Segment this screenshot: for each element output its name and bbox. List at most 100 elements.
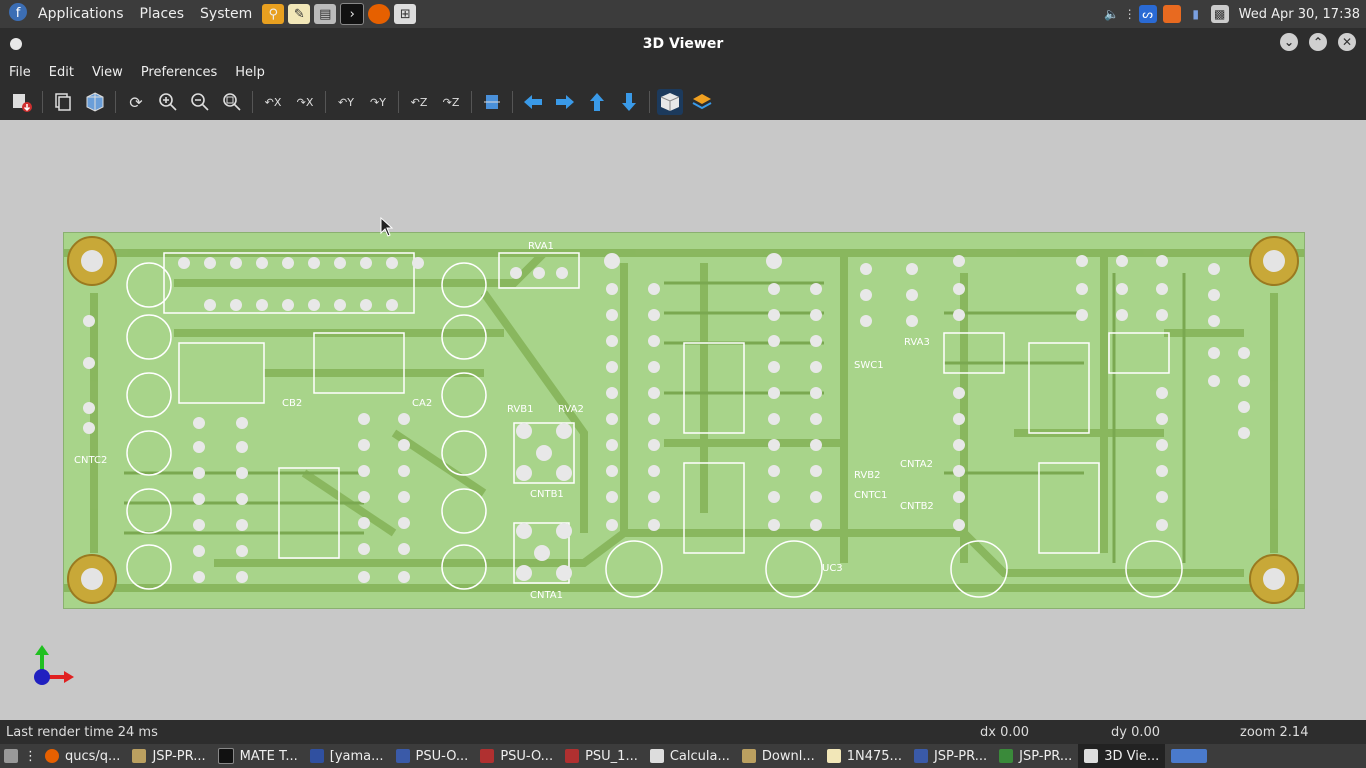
move-left-icon[interactable]	[520, 89, 546, 115]
move-right-icon[interactable]	[552, 89, 578, 115]
task-item[interactable]: JSP-PR...	[908, 744, 993, 768]
pcb-label-swc1: SWC1	[854, 360, 884, 371]
menu-edit[interactable]: Edit	[48, 64, 74, 80]
menu-file[interactable]: File	[9, 64, 31, 80]
text-editor-launcher-icon[interactable]: ✎	[288, 4, 311, 24]
taskbar: ⋮ qucs/q... JSP-PR... MATE T... [yama...…	[0, 744, 1366, 768]
task-item[interactable]: PSU-O...	[390, 744, 475, 768]
rotate-x-ccw-icon[interactable]: ↷X	[296, 95, 314, 109]
firefox-launcher-icon[interactable]	[368, 4, 391, 24]
dx-status: dx 0.00	[980, 725, 1030, 740]
task-item-active[interactable]: 3D Vie...	[1078, 744, 1166, 768]
document-icon	[309, 749, 324, 763]
task-item[interactable]: JSP-PR...	[126, 744, 211, 768]
pcb-label-rva2: RVA2	[558, 404, 584, 415]
pcb-label-cnta1: CNTA1	[530, 590, 563, 601]
rotate-y-cw-icon[interactable]: ↶Y	[338, 95, 354, 109]
search-launcher-icon[interactable]: ⚲	[262, 4, 285, 24]
minimize-button[interactable]: ⌄	[1280, 33, 1298, 51]
close-button[interactable]: ✕	[1338, 33, 1356, 51]
kicad-icon	[395, 749, 410, 763]
calculator-icon	[649, 749, 664, 763]
raytrace-icon[interactable]	[82, 89, 108, 115]
menu-preferences[interactable]: Preferences	[140, 64, 218, 80]
dy-status: dy 0.00	[1111, 725, 1161, 740]
bluetooth-icon[interactable]: ᔕ	[1138, 5, 1157, 23]
calculator-launcher-icon[interactable]: ⊞	[394, 4, 417, 24]
panel-menus: f Applications Places System	[0, 0, 260, 28]
pcb-artwork: RVA1 RVB1 RVA2 RVB2 RVA3 SWC1 CNTA1 CNTA…	[64, 236, 1304, 604]
rotate-x-cw-icon[interactable]: ↶X	[264, 95, 282, 109]
maximize-button[interactable]: ⌃	[1309, 33, 1327, 51]
applications-menu[interactable]: Applications	[38, 6, 124, 22]
reload-icon[interactable]: ⟳	[129, 92, 143, 112]
pcb-label-cb2: CB2	[282, 398, 302, 409]
window-titlebar: 3D Viewer ⌄ ⌃ ✕	[0, 28, 1366, 60]
clock[interactable]: Wed Apr 30, 17:38	[1238, 6, 1360, 22]
export-icon[interactable]	[9, 89, 35, 115]
pcb-editor-icon	[999, 749, 1014, 763]
top-panel: f Applications Places System ⚲ ✎ ▤ › ⊞ 🔈…	[0, 0, 1366, 28]
kicad-icon	[913, 749, 928, 763]
rotate-z-cw-icon[interactable]: ↶Z	[410, 95, 428, 109]
layers-icon[interactable]	[689, 89, 715, 115]
rotate-z-ccw-icon[interactable]: ↷Z	[442, 95, 460, 109]
pcb-label-cntc2: CNTC2	[74, 455, 107, 466]
task-item[interactable]: PSU-O...	[474, 744, 559, 768]
task-item[interactable]: JSP-PR...	[993, 744, 1078, 768]
pcb-label-ca2: CA2	[412, 398, 432, 409]
svg-text:f: f	[16, 6, 21, 21]
text-editor-icon	[826, 749, 841, 763]
pcb-label-rva3: RVA3	[904, 337, 930, 348]
pcb-label-cntb2: CNTB2	[900, 501, 934, 512]
window-menu-icon[interactable]	[10, 38, 22, 50]
status-bar: Last render time 24 ms dx 0.00 dy 0.00 z…	[0, 720, 1366, 744]
taskbar-menu-icon[interactable]: ⋮	[24, 748, 37, 764]
zoom-fit-icon[interactable]	[219, 89, 245, 115]
menu-help[interactable]: Help	[235, 64, 265, 80]
network-signal-icon[interactable]: ▮	[1192, 7, 1199, 21]
mouse-pointer-icon	[380, 217, 394, 237]
places-menu[interactable]: Places	[139, 6, 185, 22]
flip-board-icon[interactable]	[479, 89, 505, 115]
schematic-icon	[565, 749, 580, 763]
monitor-icon[interactable]: ▩	[1210, 5, 1229, 23]
3d-canvas[interactable]: RVA1 RVB1 RVA2 RVB2 RVA3 SWC1 CNTA1 CNTA…	[0, 120, 1366, 720]
pcb-board: RVA1 RVB1 RVA2 RVB2 RVA3 SWC1 CNTA1 CNTA…	[63, 232, 1305, 609]
task-item[interactable]: 1N475...	[821, 744, 908, 768]
terminal-icon	[217, 748, 234, 764]
task-item[interactable]: MATE T...	[212, 744, 304, 768]
zoom-status: zoom 2.14	[1240, 725, 1309, 740]
update-notifier-icon[interactable]	[1162, 5, 1181, 23]
zoom-out-icon[interactable]	[187, 89, 213, 115]
workspace-switcher[interactable]	[1165, 744, 1219, 768]
firefox-icon	[45, 749, 59, 763]
task-item[interactable]: qucs/q...	[39, 744, 126, 768]
distro-logo-icon[interactable]: f	[0, 2, 30, 26]
terminal-launcher-icon[interactable]: ›	[340, 3, 365, 25]
download-folder-icon	[741, 749, 756, 763]
pcb-label-rva1: RVA1	[528, 241, 554, 252]
system-menu[interactable]: System	[200, 6, 253, 22]
task-item[interactable]: Downl...	[736, 744, 821, 768]
task-item[interactable]: PSU_1...	[559, 744, 644, 768]
task-item[interactable]: [yama...	[304, 744, 390, 768]
copy-icon[interactable]	[50, 89, 76, 115]
pcb-label-cb14: UC3	[822, 563, 843, 574]
file-manager-launcher-icon[interactable]: ▤	[314, 4, 337, 24]
zoom-in-icon[interactable]	[155, 89, 181, 115]
ortho-view-icon[interactable]	[657, 89, 683, 115]
move-up-icon[interactable]	[584, 89, 610, 115]
system-tray: 🔈 ⋮ ᔕ ▮ ▩ Wed Apr 30, 17:38	[1103, 0, 1360, 28]
rotate-y-ccw-icon[interactable]: ↷Y	[370, 95, 386, 109]
volume-icon[interactable]: 🔈	[1104, 7, 1120, 21]
menu-view[interactable]: View	[91, 64, 123, 80]
tray-menu-icon[interactable]: ⋮	[1123, 7, 1136, 21]
pcb-label-rvb2: RVB2	[854, 470, 880, 481]
toolbar: ⟳ ↶X ↷X ↶Y ↷Y ↶Z ↷Z	[0, 84, 1366, 120]
show-desktop-icon[interactable]	[0, 744, 22, 768]
task-item[interactable]: Calcula...	[644, 744, 736, 768]
pcb-label-cntb1: CNTB1	[530, 489, 564, 500]
move-down-icon[interactable]	[616, 89, 642, 115]
axis-gizmo-icon	[34, 645, 74, 685]
